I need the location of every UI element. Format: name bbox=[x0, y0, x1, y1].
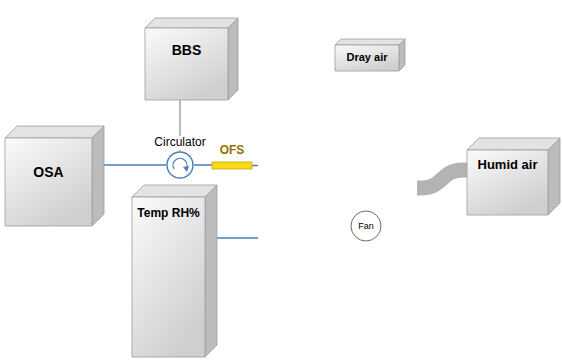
fiber-link bbox=[252, 165, 258, 167]
osa-box: OSA bbox=[5, 126, 104, 226]
cube-side-face bbox=[548, 138, 560, 215]
cube-top-face bbox=[335, 39, 405, 45]
cube-front-face bbox=[335, 45, 399, 71]
fan-symbol: Fan bbox=[350, 210, 382, 242]
circulator-symbol: Circulator bbox=[166, 151, 194, 179]
text-group: Circulator bbox=[152, 136, 207, 150]
cube-front-face bbox=[467, 150, 548, 215]
box-label: Dray air bbox=[347, 51, 388, 64]
box-label: Temp RH% bbox=[137, 207, 199, 221]
cube-front-face bbox=[132, 197, 205, 357]
text-group: Fan bbox=[350, 210, 382, 242]
fiber-link bbox=[194, 164, 212, 166]
text-group: OSA bbox=[5, 164, 92, 180]
box-label: BBS bbox=[172, 42, 202, 58]
cube-top-face bbox=[132, 185, 217, 197]
text-group: BBS bbox=[145, 42, 228, 58]
box-label: Fan bbox=[358, 221, 374, 231]
cube-side-face bbox=[399, 39, 405, 71]
sensor-cable bbox=[217, 237, 258, 239]
cube-top-face bbox=[5, 126, 104, 138]
dry-air-box: Dray air bbox=[335, 39, 405, 71]
cube-outline bbox=[467, 138, 560, 215]
circulator-arrowhead bbox=[183, 166, 189, 172]
humid-air-box: Humid air bbox=[467, 138, 560, 215]
box-label: Humid air bbox=[478, 158, 538, 173]
air-hose bbox=[417, 170, 467, 188]
edge-group bbox=[104, 100, 467, 238]
box-label: OSA bbox=[33, 164, 63, 180]
ofs-bar: OFS bbox=[212, 162, 252, 169]
cube-top-face bbox=[145, 18, 238, 28]
part-label: Circulator bbox=[152, 136, 207, 150]
fiber-sensor-bar bbox=[212, 162, 252, 169]
bbs-box: BBS bbox=[145, 18, 238, 100]
cube-side-face bbox=[228, 18, 238, 100]
text-group: OFS bbox=[218, 144, 247, 158]
circulator-ring bbox=[167, 152, 193, 178]
text-group: Dray air bbox=[335, 51, 399, 64]
chamber-box: Dray airFan bbox=[258, 46, 417, 243]
text-group: Humid air bbox=[467, 158, 548, 173]
cube-side-face bbox=[92, 126, 104, 226]
fiber-link bbox=[104, 164, 166, 166]
part-label: OFS bbox=[218, 144, 247, 158]
cube-front-face bbox=[145, 28, 228, 100]
cube-outline bbox=[145, 18, 238, 100]
circ-outline bbox=[166, 151, 194, 179]
bar-outline bbox=[212, 162, 252, 169]
temp-rh-box: Temp RH% bbox=[132, 185, 217, 357]
cube-top-face bbox=[467, 138, 560, 150]
cube-side-face bbox=[205, 185, 217, 357]
cube-front-face bbox=[5, 138, 92, 226]
fan-ring bbox=[351, 211, 381, 241]
text-group: Temp RH% bbox=[132, 207, 205, 221]
